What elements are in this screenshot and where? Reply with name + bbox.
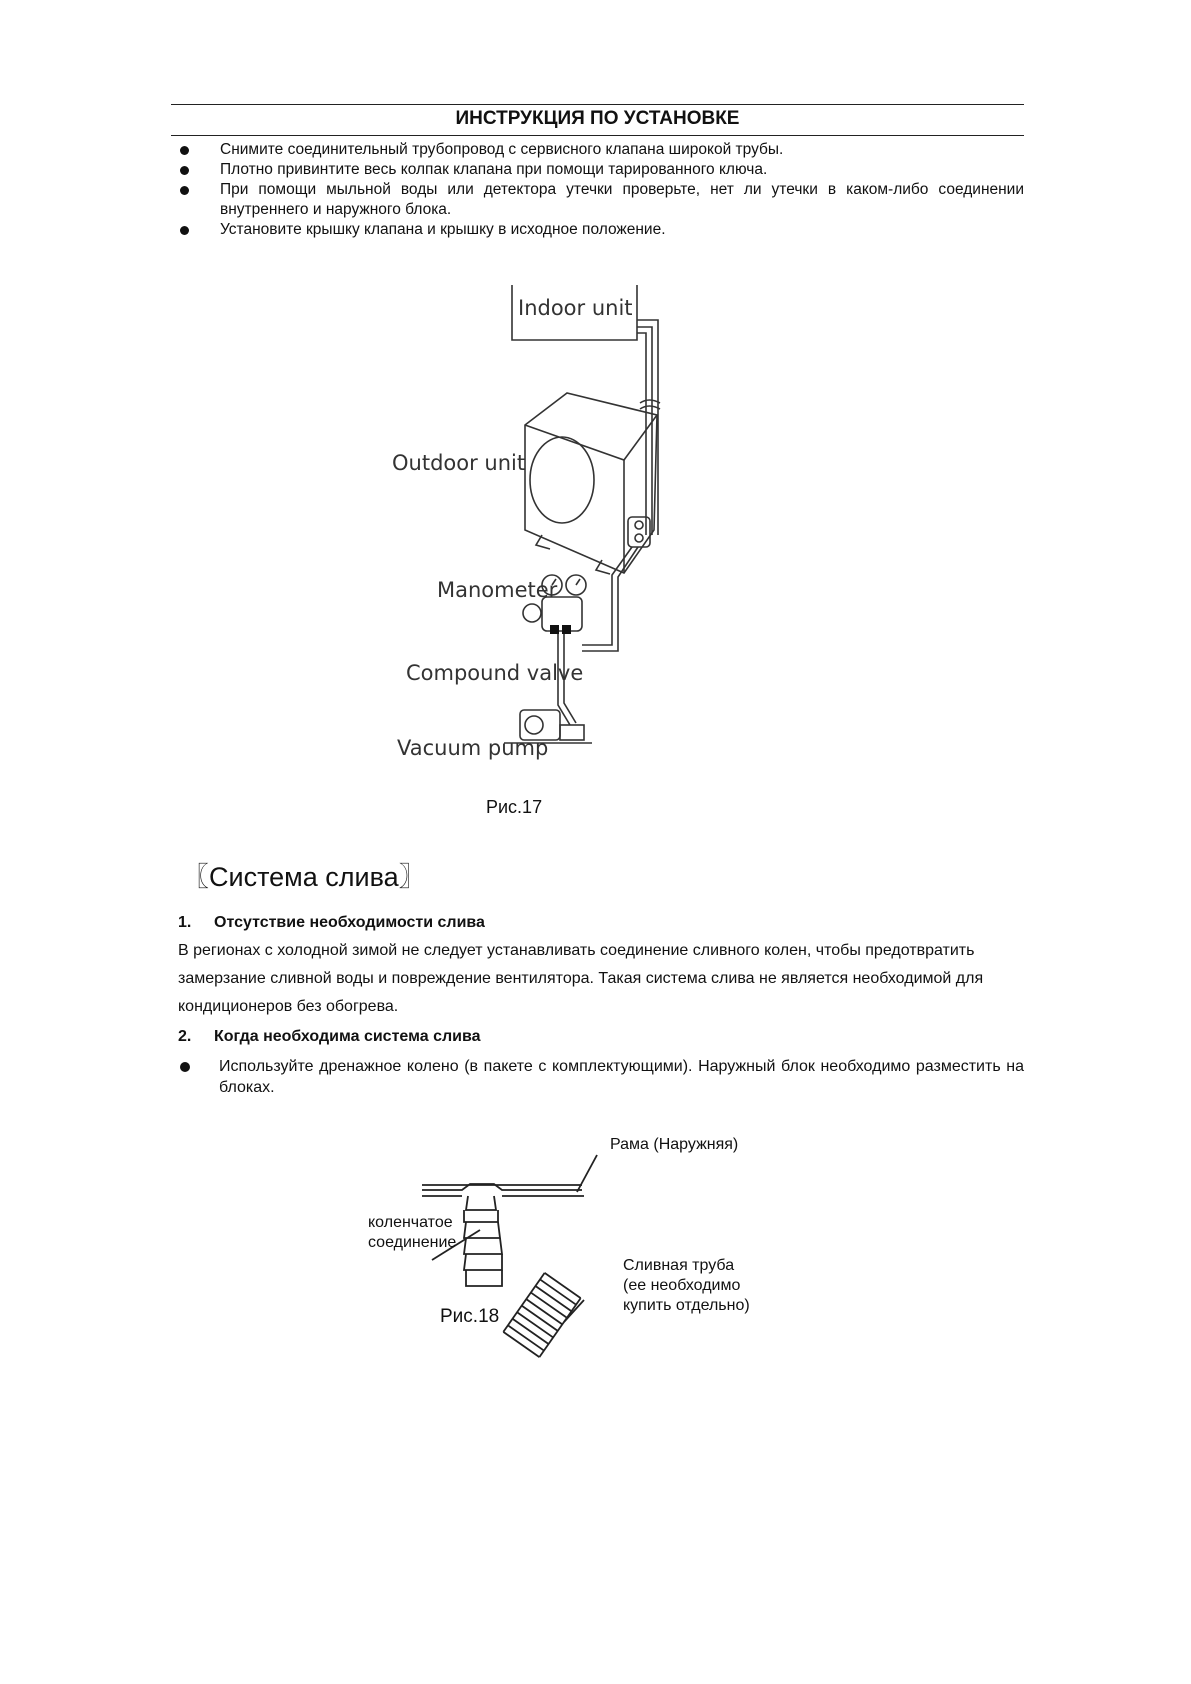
elbow-label-line-2: соединение [368, 1234, 457, 1251]
bullet-icon [180, 146, 189, 155]
figure-17-caption: Рис.17 [486, 797, 543, 817]
install-steps-list: Снимите соединительный трубопровод с сер… [171, 140, 1024, 240]
elbow-shape [464, 1195, 498, 1211]
section-title: 〖Система слива〗 [182, 862, 426, 892]
indoor-unit-label: Indoor unit [518, 296, 633, 320]
install-step: Снимите соединительный трубопровод с сер… [171, 140, 1024, 160]
bullet-icon [180, 166, 189, 175]
elbow-label-line-1: коленчатое [368, 1214, 453, 1231]
outdoor-unit-label: Outdoor unit [392, 451, 525, 475]
fan-grille-shape [529, 436, 595, 524]
figure-17-diagram: Indoor unit Outdoor unit Manometer Compo… [392, 285, 682, 765]
bullet-icon [180, 1062, 190, 1072]
pipe-label-line-1: Сливная труба [623, 1257, 735, 1274]
bullet-icon [180, 186, 189, 195]
figure-18-caption: Рис.18 [440, 1306, 500, 1327]
gauge-right-icon [565, 574, 587, 596]
section-paragraph-1: В регионах с холодной зимой не следует у… [178, 942, 984, 1015]
manometer-label: Manometer [437, 578, 558, 602]
section-item-1-heading: 1.Отсутствие необходимости слива [178, 914, 485, 931]
figure-18-diagram [352, 1110, 772, 1370]
service-valve-shape [627, 516, 651, 548]
vacuum-pump-label: Vacuum pump [397, 736, 548, 760]
gauge-left-icon [541, 574, 563, 596]
frame-label: Рама (Наружняя) [610, 1136, 739, 1153]
install-step: Плотно привинтите весь колпак клапана пр… [171, 160, 1024, 180]
drain-elbow-illustration [422, 1154, 598, 1358]
page-header: ИНСТРУКЦИЯ ПО УСТАНОВКЕ [171, 104, 1024, 136]
bullet-icon [180, 226, 189, 235]
vacuum-setup-illustration: Indoor unit Outdoor unit Manometer Compo… [392, 285, 661, 760]
pipe-label-line-3: купить отдельно) [623, 1297, 750, 1314]
pipe-label-line-2: (ее необходимо [623, 1277, 741, 1294]
compound-valve-label: Compound valve [406, 661, 583, 685]
install-step: Установите крышку клапана и крышку в исх… [171, 220, 1024, 240]
header-title: ИНСТРУКЦИЯ ПО УСТАНОВКЕ [455, 108, 740, 129]
drain-bullet: Используйте дренажное колено (в пакете с… [171, 1056, 1024, 1098]
drain-pipe-shape [502, 1272, 582, 1358]
indoor-unit-shape [511, 285, 638, 341]
install-step: При помощи мыльной воды или детектора ут… [171, 180, 1024, 220]
section-item-2-heading: 2.Когда необходима система слива [178, 1028, 481, 1045]
outdoor-unit-shape [524, 392, 658, 574]
